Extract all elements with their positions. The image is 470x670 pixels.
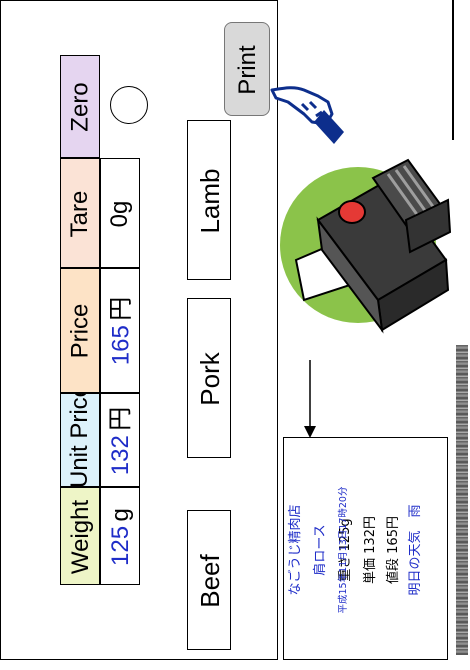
pork-label: Pork [194,299,226,459]
unit-price-label: Unit Price [65,394,95,488]
lamb-button[interactable]: Lamb [187,120,231,280]
zero-indicator [110,86,148,124]
unit-price-label-box: Unit Price [60,393,100,487]
tare-display: 0g [100,158,140,268]
printer-icon [278,150,452,380]
receipt-date: 平成15年11月13日17時20分 [337,442,351,658]
tare-label: Tare [65,159,95,269]
price-display: 165 円 [100,268,140,393]
weight-value: 125 [107,526,134,566]
unit-price-unit: 円 [106,407,134,431]
unit-price-display: 132 円 [100,393,140,487]
pork-button[interactable]: Pork [187,298,231,458]
weight-label: Weight [66,488,96,586]
receipt-item: 肩ロース [313,470,329,630]
print-label: Print [233,23,263,117]
tare-label-box: Tare [60,158,100,268]
price-label: Price [66,269,96,394]
cropped-image-strip [452,0,470,670]
receipt-shop: なごうじ精肉店 [288,470,304,630]
beef-label: Beef [194,511,226,651]
beef-button[interactable]: Beef [187,510,231,650]
receipt-weather: 明日の天気 雨 [408,470,424,630]
receipt: なごうじ精肉店 肩ロース 重さ 125g 単価 132円 値段 165円 平成1… [283,437,448,660]
price-unit: 円 [107,297,135,321]
receipt-unit-price: 単価 132円 [363,470,379,630]
zero-button[interactable]: Zero [60,55,100,158]
price-label-box: Price [60,268,100,393]
unit-price-value: 132 [107,435,134,475]
weight-label-box: Weight [60,487,100,585]
receipt-price: 値段 165円 [386,470,402,630]
pointing-hand-icon [262,52,362,152]
zero-label: Zero [66,56,96,159]
arrow-down-icon [300,360,320,440]
weight-display: 125 g [100,487,140,585]
price-value: 165 [108,325,135,365]
weight-unit: g [107,508,134,521]
tare-value: 0g [105,159,135,269]
lamb-label: Lamb [194,121,226,281]
